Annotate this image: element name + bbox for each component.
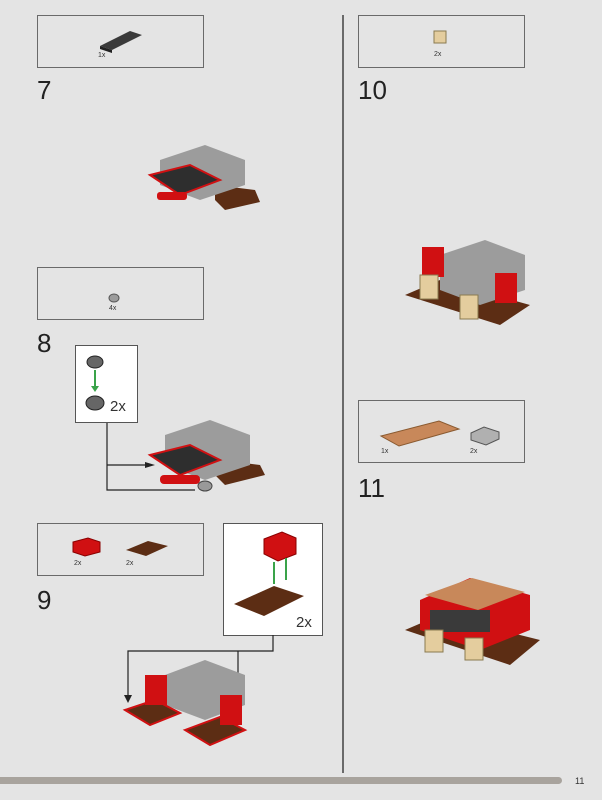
- page-number: 11: [575, 776, 585, 786]
- round-plate-icon: [108, 293, 120, 303]
- sub-assembly-step-8: 2x: [75, 345, 138, 423]
- parts-callout-step-8: 4x: [37, 267, 204, 320]
- parts-callout-step-11: 1x 2x: [358, 400, 525, 463]
- part-qty: 2x: [74, 560, 82, 567]
- page-progress-bar: [0, 777, 562, 784]
- brick-plate-assembly-icon: [234, 531, 304, 616]
- model-step-9: [122, 635, 274, 747]
- sub-assembly-step-9: 2x: [223, 523, 323, 636]
- model-step-10: [405, 240, 530, 325]
- model-step-7: [147, 145, 260, 210]
- step-number-8: 8: [37, 328, 52, 358]
- part-qty: 4x: [109, 305, 117, 312]
- part-qty: 2x: [126, 560, 134, 567]
- step-number-7: 7: [37, 75, 52, 105]
- model-step-8: [106, 420, 265, 492]
- round-plate-assembly-icon: [85, 355, 105, 411]
- sub-assembly-qty: 2x: [110, 398, 126, 415]
- tan-brick-icon: [433, 30, 447, 44]
- part-qty: 1x: [381, 448, 389, 455]
- parts-icons: [379, 420, 500, 447]
- part-qty: 1x: [98, 52, 106, 59]
- step-number-10: 10: [358, 75, 387, 105]
- dark-gray-plate-icon: [100, 31, 142, 53]
- parts-callout-step-7: 1x: [37, 15, 204, 68]
- model-step-11: [405, 578, 540, 665]
- parts-callout-step-9: 2x 2x: [37, 523, 204, 576]
- part-qty: 2x: [470, 448, 478, 455]
- sub-assembly-qty: 2x: [296, 614, 312, 631]
- part-qty: 2x: [434, 51, 442, 58]
- step-number-11: 11: [358, 473, 385, 503]
- parts-callout-step-10: 2x: [358, 15, 525, 68]
- column-divider: [342, 15, 344, 773]
- step-number-9: 9: [37, 585, 52, 615]
- parts-icons: [72, 537, 168, 557]
